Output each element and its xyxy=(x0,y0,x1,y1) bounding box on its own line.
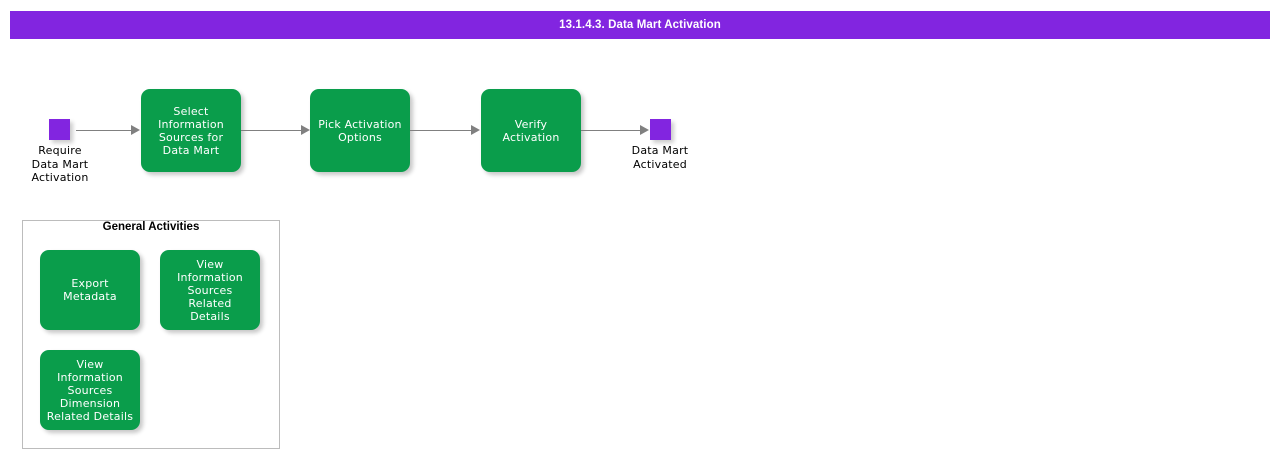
connector-start-to-step1 xyxy=(76,130,132,131)
arrowhead-step3-to-end xyxy=(640,125,649,135)
arrowhead-step1-to-step2 xyxy=(301,125,310,135)
end-label-line-1: Data Mart xyxy=(631,144,689,157)
start-terminator-label: Require Data Mart Activation xyxy=(10,144,110,185)
general-item1-label-line-1: Export Metadata xyxy=(63,277,117,303)
general-item3-label-line-2: Information xyxy=(57,370,123,384)
start-label-line-3: Activation xyxy=(31,171,89,184)
general-item2-label-line-1: View xyxy=(196,257,224,271)
step2-label-line-2: Options xyxy=(338,130,382,144)
general-item3-label-line-4: Dimension xyxy=(59,396,121,410)
end-label-line-2: Activated xyxy=(633,157,687,171)
activity-view-information-sources-dimension-related-details[interactable]: View Information Sources Dimension Relat… xyxy=(40,350,140,430)
start-label-line-1: Require xyxy=(38,144,82,157)
connector-step3-to-end xyxy=(581,130,641,131)
connector-step2-to-step3 xyxy=(410,130,472,131)
activity-view-information-sources-related-details[interactable]: View Information Sources Related Details xyxy=(160,250,260,330)
step3-label-line-1: Verify Activation xyxy=(502,117,560,144)
step1-label-line-2: Information xyxy=(158,117,224,131)
end-terminator-label: Data Mart Activated xyxy=(610,144,710,171)
activity-export-metadata[interactable]: Export Metadata xyxy=(40,250,140,330)
general-activities-title: General Activities xyxy=(102,221,200,233)
step1-label-line-4: Data Mart xyxy=(162,143,220,157)
step1-label-line-1: Select xyxy=(173,104,209,118)
page-title: 13.1.4.3. Data Mart Activation xyxy=(10,11,1270,39)
step2-label-line-1: Pick Activation xyxy=(318,117,402,131)
arrowhead-step2-to-step3 xyxy=(471,125,480,135)
general-item2-label-line-4: Details xyxy=(190,309,230,323)
start-label-line-2: Data Mart xyxy=(31,157,89,171)
start-terminator[interactable] xyxy=(49,119,70,140)
general-item2-label-line-2: Information xyxy=(177,270,243,284)
activity-verify-activation[interactable]: Verify Activation xyxy=(481,89,581,172)
activity-select-information-sources-for-data-mart[interactable]: Select Information Sources for Data Mart xyxy=(141,89,241,172)
step1-label-line-3: Sources for xyxy=(158,130,224,144)
general-item3-label-line-3: Sources xyxy=(67,383,113,397)
general-item2-label-line-3: Sources Related xyxy=(187,283,233,310)
general-item3-label-line-1: View xyxy=(76,357,104,371)
end-terminator[interactable] xyxy=(650,119,671,140)
connector-step1-to-step2 xyxy=(241,130,301,131)
activity-pick-activation-options[interactable]: Pick Activation Options xyxy=(310,89,410,172)
arrowhead-start-to-step1 xyxy=(131,125,140,135)
general-item3-label-line-5: Related Details xyxy=(46,409,134,423)
